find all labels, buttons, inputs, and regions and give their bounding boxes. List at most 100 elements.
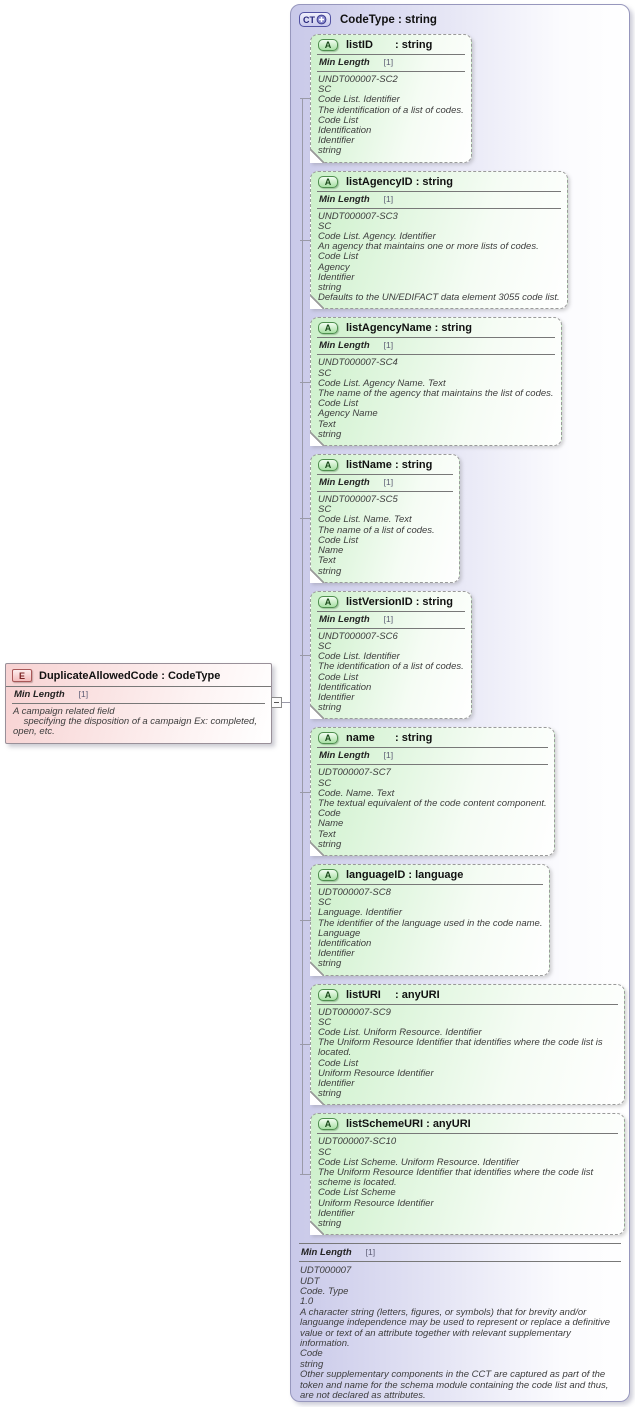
facet-value: [1] [78,689,89,699]
attribute-name: listVersionID [346,595,413,608]
corner-fold-decoration [310,568,324,583]
attribute-type: string [392,39,432,51]
attribute-type: string [432,322,472,334]
facet-label: Min Length [319,613,370,625]
corner-fold-decoration [310,1221,324,1236]
attribute-box[interactable]: A listAgencyNamestring Min Length [1] UN… [300,317,562,447]
attributes-container: A listID string Min Length [1] UNDT000007… [291,32,629,1236]
attribute-name: languageID [346,868,406,881]
facet-label: Min Length [319,750,370,762]
attribute-name: listName [346,459,392,472]
facet-value: [1] [365,1247,376,1258]
attribute-box[interactable]: A listID string Min Length [1] UNDT000007… [300,34,472,163]
attribute-icon: A [318,322,338,335]
attribute-facet-min-length: Min Length [1] [317,475,453,493]
facet-label: Min Length [319,57,370,68]
attribute-type: string [392,732,432,744]
attribute-header: A languageIDlanguage [317,865,544,885]
attribute-header: A listURI anyURI [317,985,618,1005]
minus-icon [274,702,279,703]
attribute-title: listAgencyNamestring [346,322,472,334]
attribute-icon: A [318,732,338,745]
facet-value: [1] [383,340,394,351]
attribute-icon: A [318,868,338,881]
attribute-name: name [346,732,375,745]
attribute-title: listNamestring [346,459,432,471]
corner-fold-decoration [310,705,324,720]
attribute-header: A listAgencyIDstring [317,172,561,192]
attribute-icon: A [318,39,338,51]
attribute-icon: A [318,175,338,188]
facet-label: Min Length [319,477,370,489]
corner-fold-decoration [310,295,324,310]
attribute-facet-min-length: Min Length [1] [317,338,555,356]
corner-fold-decoration [310,432,324,447]
attribute-header: A listSchemeURIanyURI [317,1114,618,1135]
complextype-title: CodeTypestring [340,14,437,26]
element-icon: E [12,669,32,682]
attribute-name: listSchemeURI [346,1118,424,1131]
attribute-facet-min-length: Min Length [1] [317,55,465,72]
attribute-type: string [413,596,453,608]
collapse-toggle-button[interactable] [271,697,282,708]
facet-value: [1] [383,750,394,761]
corner-fold-decoration [310,841,324,856]
attribute-title: languageIDlanguage [346,869,463,881]
complextype-box-codetype[interactable]: CT CodeTypestring A listID string Min Len… [290,4,630,1402]
attribute-title: listID string [346,39,432,51]
attribute-box[interactable]: A listNamestring Min Length [1] UNDT0000… [300,454,460,583]
facet-label: Min Length [319,193,370,205]
attribute-box[interactable]: A languageIDlanguage UDT000007-SC8SCLang… [299,863,551,976]
attribute-icon: A [318,988,338,1001]
facet-value: [1] [383,613,394,624]
plus-icon [316,14,327,25]
attribute-facet-min-length: Min Length [1] [317,192,561,209]
element-facet-min-length: Min Length [1] [12,687,265,704]
complextype-icon: CT [299,12,331,27]
corner-fold-decoration [310,148,324,163]
attribute-box[interactable]: A listVersionIDstring Min Length [1] UND… [300,590,472,720]
facet-value: [1] [383,57,394,67]
attribute-icon: A [318,459,338,472]
attribute-title: name string [346,732,432,744]
attribute-header: A listAgencyNamestring [317,318,555,339]
attribute-facet-min-length: Min Length [1] [317,748,548,766]
facet-value: [1] [383,477,394,488]
attribute-title: listURI anyURI [346,989,440,1001]
facet-value: [1] [383,193,394,204]
attribute-facet-min-length: Min Length [1] [317,612,465,629]
attribute-type: anyURI [392,989,440,1001]
connector-trunk-line [302,98,303,1174]
element-box-duplicateallowedcode[interactable]: E DuplicateAllowedCodeCodeType Min Lengt… [5,663,272,744]
element-title: DuplicateAllowedCodeCodeType [39,670,220,682]
corner-fold-decoration [310,1091,324,1106]
element-header: E DuplicateAllowedCodeCodeType [6,664,271,687]
attribute-type: string [413,176,453,188]
attribute-box[interactable]: A listSchemeURIanyURI UDT000007-SC10SCCo… [300,1113,625,1236]
attribute-name: listID [346,39,373,51]
attribute-icon: A [318,595,338,608]
attribute-type: language [405,869,463,881]
complextype-header[interactable]: CT CodeTypestring [291,5,629,32]
attribute-name: listURI [346,988,381,1001]
complextype-facet-min-length: Min Length [1] [299,1243,621,1263]
attribute-title: listAgencyIDstring [346,176,453,188]
corner-fold-decoration [310,961,324,976]
attribute-header: A name string [317,728,548,749]
element-annotation: A campaign related field specifying the … [13,706,260,738]
attribute-icon: A [318,1118,338,1131]
facet-label: Min Length [301,1247,352,1259]
attribute-box[interactable]: A listAgencyIDstring Min Length [1] UNDT… [300,170,568,310]
attribute-type: string [392,459,432,471]
attribute-type: anyURI [423,1118,471,1130]
attribute-box[interactable]: A name string Min Length [1] UDT000007-SC… [300,727,555,856]
